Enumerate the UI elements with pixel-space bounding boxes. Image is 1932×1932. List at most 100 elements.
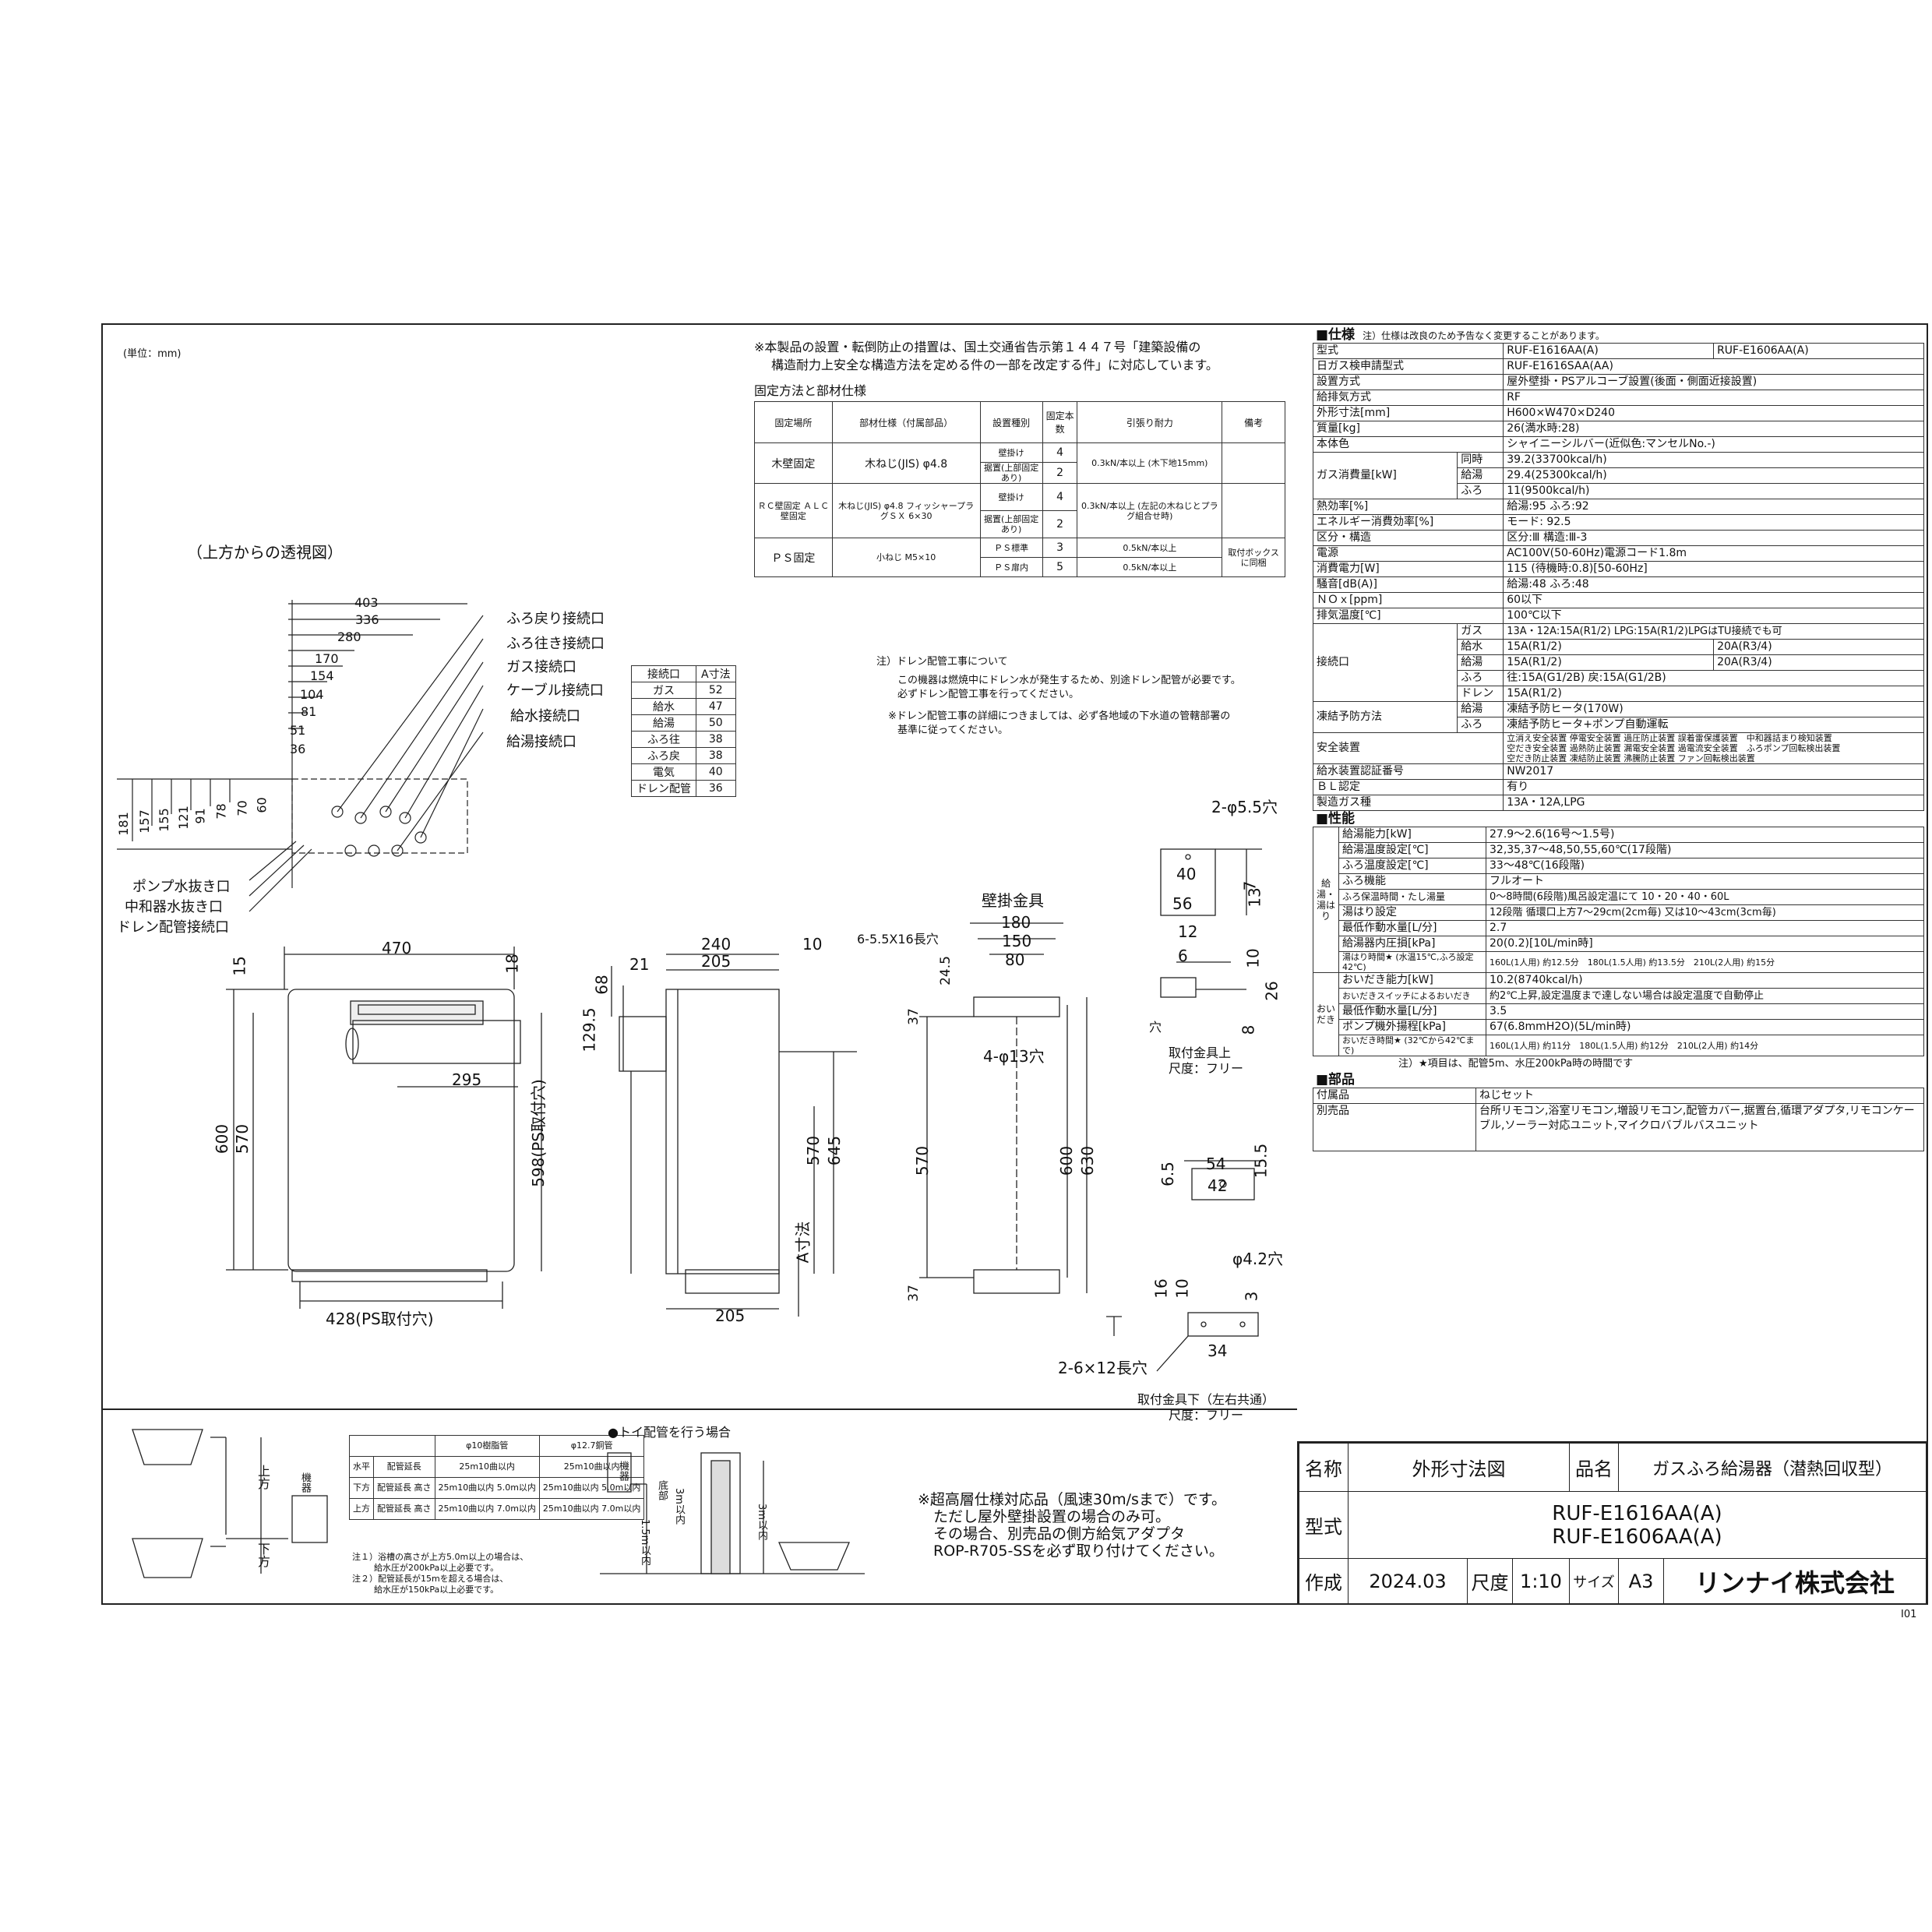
spec-label: 質量[kg]: [1312, 421, 1504, 437]
dim-81: 81: [301, 704, 317, 719]
adim-cell: ガス: [631, 682, 696, 699]
pipe-note-4: 給水圧が150kPa以上必要です。: [374, 1585, 499, 1595]
kyuto-group-label: 給湯・湯はり: [1313, 827, 1339, 973]
spec-value: RUF-E1606AA(A): [1713, 343, 1924, 359]
fix-type: ＰＳ標準: [979, 538, 1043, 558]
fix-count: 2: [1042, 462, 1078, 484]
parts-title: ■部品: [1316, 1072, 1356, 1088]
spec-sub: ふろ: [1457, 670, 1504, 686]
fixing-method-table: 固定場所 部材仕様（付属部品） 設置種別 固定本数 引張り耐力 備考 木壁固定 …: [754, 401, 1285, 577]
parts-label: 付属品: [1313, 1088, 1476, 1104]
spec-sub: 給湯: [1457, 701, 1504, 717]
company-name: リンナイ株式会社: [1663, 1558, 1927, 1604]
dim-78: 78: [213, 803, 229, 820]
pipe-cell: 25m10曲以内 7.0m以内: [434, 1498, 540, 1520]
fix-place: ＰＳ固定: [754, 538, 833, 577]
spec-value: 29.4(25300kcal/h): [1503, 467, 1924, 484]
pipe-cell: 水平: [349, 1456, 374, 1478]
model-label: 型式: [1299, 1491, 1349, 1559]
pipe-cell: 配管延長 高さ: [373, 1498, 435, 1520]
lower-3: 3: [1242, 1291, 1261, 1302]
dim-70: 70: [234, 800, 250, 816]
fix-title: 固定方法と部材仕様: [754, 383, 867, 398]
bracket-title: 壁掛金具: [982, 891, 1044, 910]
spec-value: 13A・12A:15A(R1/2) LPG:15A(R1/2)LPGはTU接続で…: [1503, 623, 1924, 640]
dim-181: 181: [115, 812, 131, 836]
perf-value: 20(0.2)[10L/min時]: [1486, 936, 1924, 952]
safety-line: 空だき防止装置 凍結防止装置 沸騰防止装置 ファン回転検出装置: [1507, 753, 1755, 763]
front-right-offset: 18: [502, 954, 522, 974]
front-view-drawing: [226, 947, 542, 1309]
detail-hole: 2-φ5.5穴: [1211, 798, 1278, 816]
top-view-drawing: [117, 600, 484, 912]
bracket-600: 600: [1057, 1145, 1077, 1176]
spec-value: 100℃以下: [1503, 608, 1924, 624]
adim-cell: 給湯: [631, 714, 696, 732]
spec-label: 型式: [1312, 343, 1504, 359]
perf-value: 27.9～2.6(16号～1.5号): [1486, 827, 1924, 843]
adim-cell: 52: [696, 682, 736, 699]
spec-label: 排気温度[℃]: [1312, 608, 1504, 624]
oidaki-group-label: おいだき: [1313, 972, 1339, 1056]
side-view-drawing: [611, 954, 857, 1317]
spec-value: 15A(R1/2): [1503, 639, 1715, 655]
detail-40: 40: [1176, 865, 1197, 883]
fix-part: 木ねじ(JIS) φ4.8: [831, 442, 981, 484]
fix-type: ＰＳ扉内: [979, 557, 1043, 577]
notice-line-2: 構造耐力上安全な構造方法を定める件の一部を改定する件」に対応しています。: [771, 358, 1218, 372]
drain-note-5: 基準に従ってください。: [897, 724, 1008, 736]
pipe-cell: 25m10曲以内: [538, 1456, 645, 1478]
fix-header: 備考: [1222, 401, 1285, 443]
perf-label: 最低作動水量[L/分]: [1338, 920, 1486, 936]
mid-bracket-detail: [1184, 1160, 1262, 1200]
spec-sub: 給水: [1457, 639, 1504, 655]
perf-value: 160L(1人用) 約12.5分 180L(1.5人用) 約13.5分 210L…: [1486, 951, 1924, 973]
adim-cell: 電気: [631, 763, 696, 781]
safety-line: 立消え安全装置 停電安全装置 過圧防止装置 誤着雷保護装置 中和器詰まり検知装置: [1507, 733, 1832, 743]
side-width: 240: [701, 935, 732, 954]
mid-42: 42: [1208, 1176, 1228, 1195]
perf-value: 3.5: [1486, 1003, 1924, 1020]
pipe-cell: 下方: [349, 1477, 374, 1499]
lower-hole: 2-6×12長穴: [1058, 1359, 1148, 1377]
perf-label: おいだきスイッチによるおいだき: [1338, 988, 1486, 1004]
dim-51: 51: [290, 723, 306, 738]
lower-scale: 尺度：フリー: [1169, 1408, 1244, 1423]
spec-label: 騒音[dB(A)]: [1312, 576, 1504, 593]
callout-cable: ケーブル接続口: [506, 682, 604, 699]
callout-neutralizer-drain: 中和器水抜き口: [125, 899, 223, 915]
lower-bracket-detail: [1106, 1312, 1259, 1372]
pipe-cell: 25m10曲以内 5.0m以内: [434, 1477, 540, 1499]
perf-label: 湯はり時間★ (水温15℃,ふろ設定42℃): [1338, 951, 1486, 973]
detail-13: 13: [1245, 887, 1264, 908]
spec-value: 15A(R1/2): [1503, 654, 1715, 671]
side-width-2: 205: [701, 952, 732, 971]
adim-cell: 38: [696, 747, 736, 764]
made-date: 2024.03: [1348, 1558, 1468, 1604]
high-note-1: ※超高層仕様対応品（風速30m/sまで）です。: [918, 1491, 1227, 1508]
callout-hot: 給湯接続口: [506, 734, 576, 750]
perf-value: 2.7: [1486, 920, 1924, 936]
spec-value: 屋外壁掛・PSアルコーブ設置(後面・側面近接設置): [1503, 374, 1924, 390]
spec-value: 13A・12A,LPG: [1503, 795, 1924, 811]
perf-label: おいだき能力[kW]: [1338, 972, 1486, 989]
bracket-80: 80: [1005, 950, 1025, 969]
spec-label: 日ガス検申請型式: [1312, 358, 1504, 375]
unit-note: (単位：mm): [123, 348, 182, 360]
upper-scale: 尺度：フリー: [1169, 1061, 1244, 1076]
dim-403: 403: [354, 595, 379, 610]
fix-count: 5: [1042, 557, 1078, 577]
fix-header: 設置種別: [979, 401, 1043, 443]
parts-table: 付属品ねじセット 別売品台所リモコン,浴室リモコン,増設リモコン,配管カバー,据…: [1313, 1088, 1924, 1151]
adim-cell: ふろ戻: [631, 747, 696, 764]
callout-pump-drain: ポンプ水抜き口: [132, 879, 231, 895]
spec-sub: 給湯: [1457, 654, 1504, 671]
perf-value: フルオート: [1486, 873, 1924, 890]
spec-value: 15A(R1/2): [1503, 686, 1924, 702]
callout-drain-pipe: ドレン配管接続口: [117, 919, 229, 936]
size-label: サイズ: [1569, 1558, 1619, 1604]
side-bottom-dim: 205: [715, 1306, 746, 1325]
upper-bracket-detail: [1160, 848, 1262, 998]
